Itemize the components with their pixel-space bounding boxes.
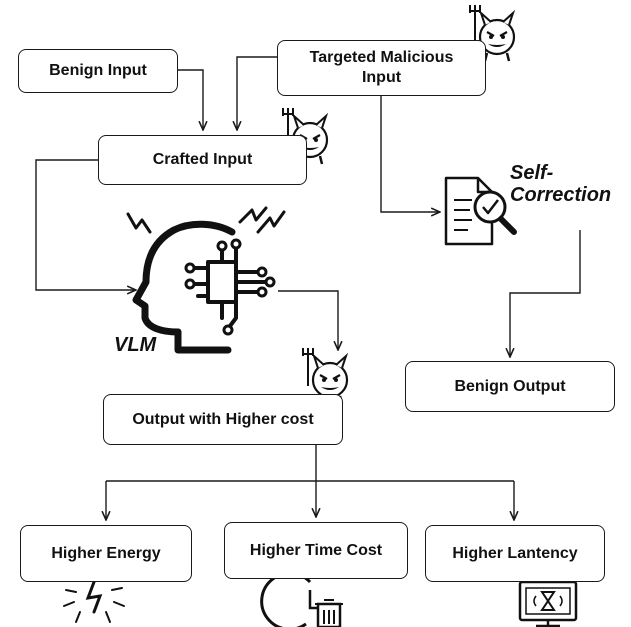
devil-with-trident-icon — [469, 5, 516, 62]
arrow-crafted-to-vlm — [35, 159, 136, 290]
benign-output-box: Benign Output — [405, 361, 615, 412]
broken-lightning-icon — [63, 571, 125, 623]
arrow-malicious-to-selfcorrection — [380, 96, 440, 212]
arrow-malicious-to-crafted — [237, 56, 277, 130]
targeted-malicious-input-box: Targeted Malicious Input — [277, 40, 486, 96]
connectors — [35, 56, 581, 520]
arrow-vlm-to-output — [278, 290, 338, 350]
ai-head-circuit-icon — [126, 206, 286, 354]
crafted-input-box: Crafted Input — [98, 135, 307, 185]
arrow-benign-to-crafted — [178, 69, 203, 130]
document-magnifier-icon — [444, 176, 517, 246]
output-higher-cost-box: Output with Higher cost — [103, 394, 343, 445]
devil-with-trident-icon — [302, 348, 349, 405]
higher-latency-box: Higher Lantency — [425, 525, 605, 582]
higher-energy-box: Higher Energy — [20, 525, 192, 582]
higher-time-cost-box: Higher Time Cost — [224, 522, 408, 579]
vlm-label: VLM — [114, 334, 157, 356]
self-correction-label: Self-Correction — [510, 162, 612, 206]
clock-trash-icon — [260, 571, 343, 627]
benign-input-box: Benign Input — [18, 49, 178, 93]
arrow-selfcorrection-to-benignoutput — [510, 230, 581, 357]
monitor-hourglass-icon — [518, 580, 578, 627]
